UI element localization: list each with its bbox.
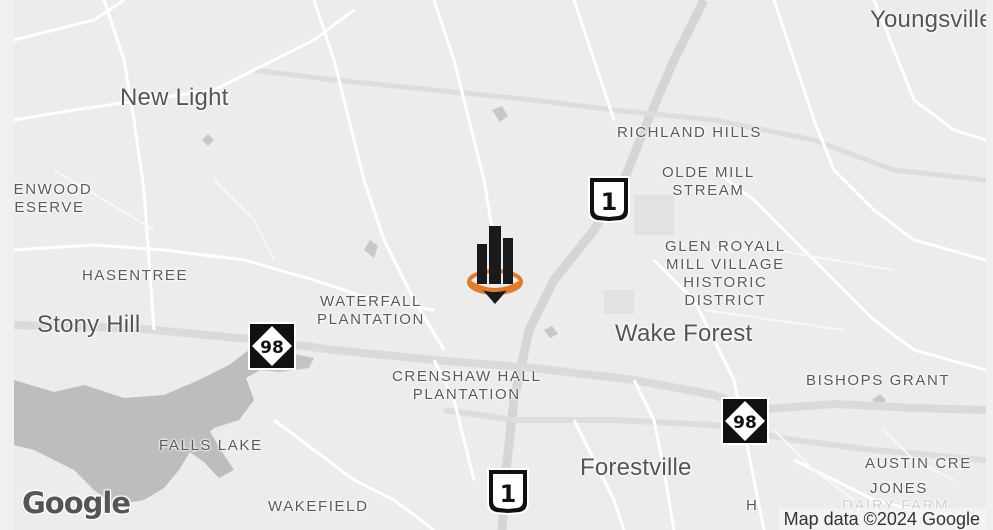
nc-98-highway: [14, 321, 986, 415]
secondary-highway: [253, 67, 986, 183]
minor-roads: [53, 169, 955, 501]
shield-number: 1: [500, 480, 517, 508]
pond: [492, 106, 508, 122]
area-label-olde-mill-stream: OLDE MILL STREAM: [662, 164, 755, 199]
falls-lake-arm: [164, 395, 234, 478]
area-label-bishops-grant: BISHOPS GRANT: [806, 372, 951, 389]
local-roads: [14, 0, 986, 530]
area-label-richland-hills: RICHLAND HILLS: [617, 124, 762, 141]
shield-number: 1: [601, 188, 618, 216]
urban-area: [634, 195, 674, 235]
secondary-highway: [443, 407, 986, 463]
shield-number: 98: [260, 338, 284, 358]
us-1-highway: [497, 0, 709, 530]
area-label-waterfall-plantation: WATERFALL PLANTATION: [317, 293, 425, 328]
map-canvas[interactable]: Youngsville New Light RICHLAND HILLS OLD…: [14, 0, 986, 530]
area-label-jones: JONES: [870, 480, 929, 497]
falls-lake-water: [14, 370, 254, 505]
town-label-youngsville: Youngsville: [870, 6, 986, 33]
area-label-crenshaw-hall: CRENSHAW HALL PLANTATION: [392, 368, 542, 403]
nc-98-shield-east: 98: [721, 397, 769, 445]
pond: [544, 326, 558, 338]
us-1-shield-north: 1: [588, 176, 630, 223]
area-label-glen-royall: GLEN ROYALL MILL VILLAGE HISTORIC DISTRI…: [665, 238, 786, 309]
map-attribution[interactable]: Map data ©2024 Google: [777, 508, 986, 530]
urban-area: [604, 290, 634, 314]
town-label-forestville: Forestville: [580, 454, 692, 481]
area-label-falls-lake: FALLS LAKE: [159, 437, 263, 454]
building-location-pin-icon[interactable]: [461, 222, 529, 308]
nc-98-shield-west: 98: [248, 322, 296, 370]
area-label-heritage: H: [746, 497, 759, 514]
town-label-stony-hill: Stony Hill: [37, 311, 141, 338]
area-label-kenwood-reserve: KENWOOD RESERVE: [14, 181, 93, 216]
google-logo[interactable]: Google: [22, 486, 131, 520]
us-1-shield-south: 1: [487, 468, 529, 515]
town-label-new-light: New Light: [120, 84, 229, 111]
pond: [364, 240, 378, 258]
shield-number: 98: [733, 413, 757, 433]
town-label-wake-forest: Wake Forest: [615, 320, 753, 347]
area-label-austin-creek: AUSTIN CRE: [865, 455, 972, 472]
area-label-hasentree: HASENTREE: [82, 267, 189, 284]
map-base-layer: [14, 0, 986, 530]
area-label-wakefield: WAKEFIELD: [268, 498, 369, 515]
pond: [202, 134, 214, 146]
